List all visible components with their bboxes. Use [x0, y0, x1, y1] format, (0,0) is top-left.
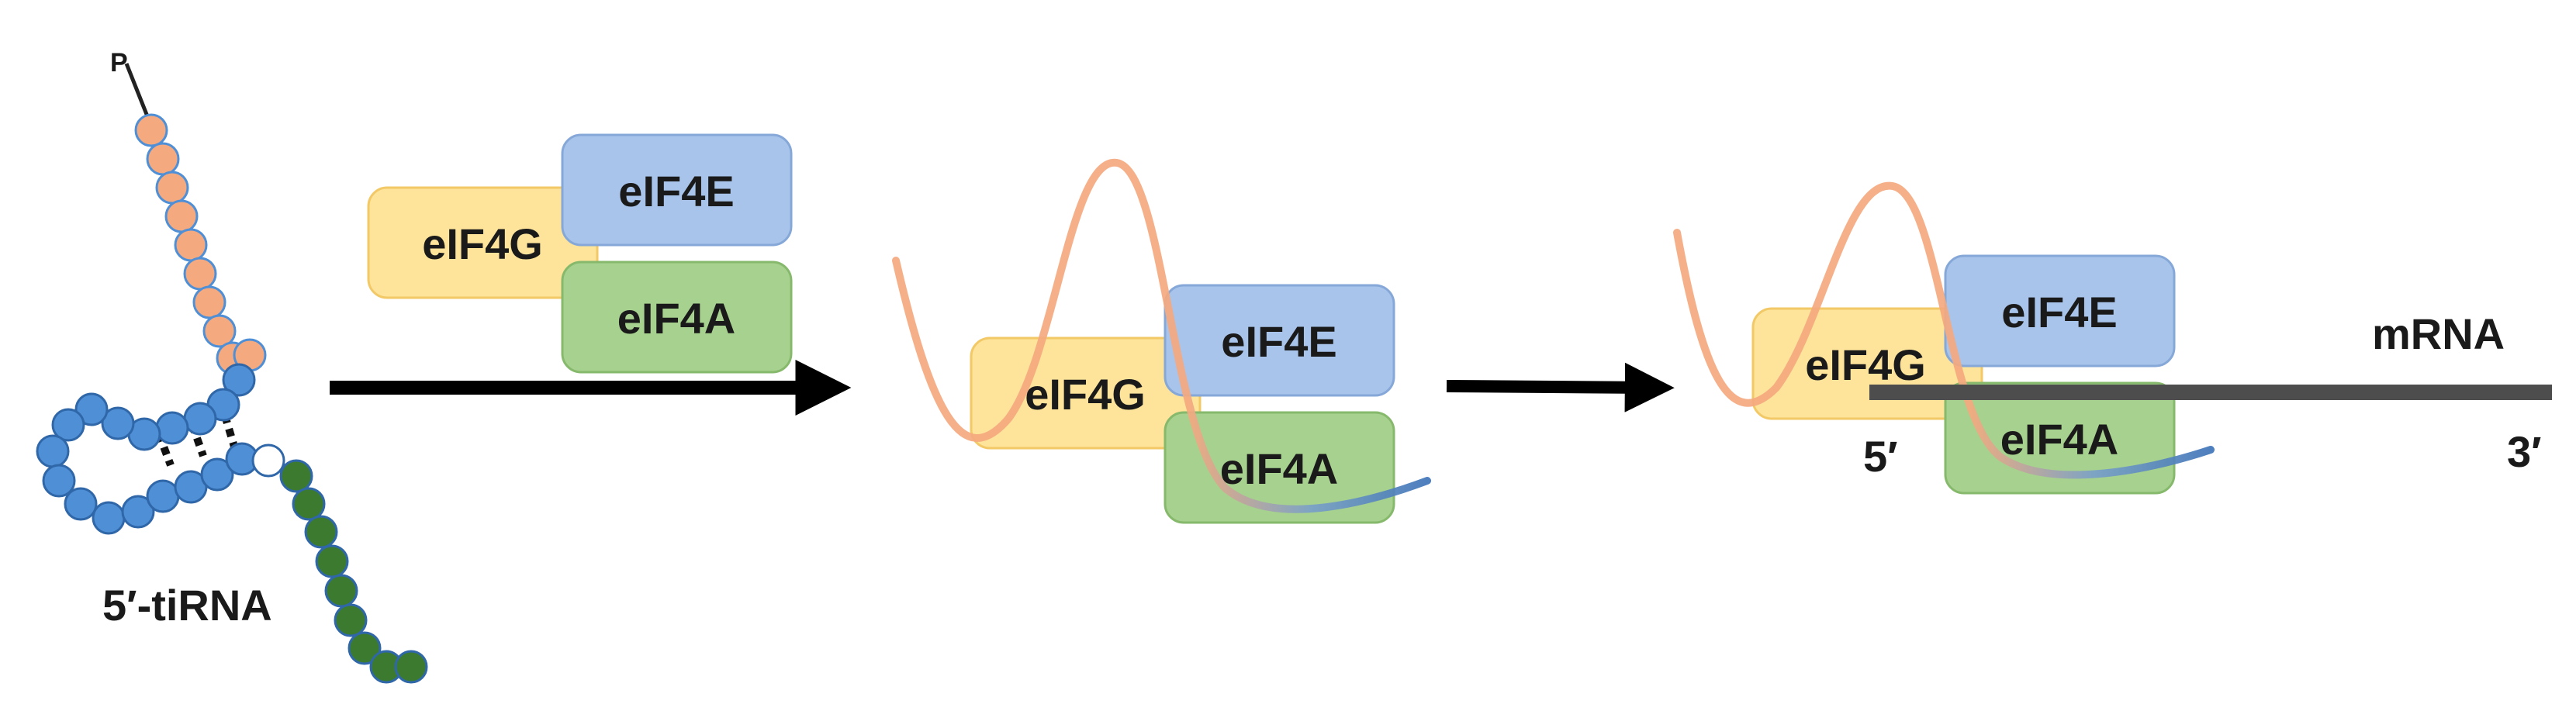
three-prime-label: 3′ [2507, 427, 2542, 476]
phosphate-bond [124, 63, 150, 117]
nucleotide-bead [92, 501, 126, 535]
nucleotide-bead [183, 402, 217, 436]
eif4f-mrna-complex: eIF4G eIF4E eIF4A mRNA 5′ 3′ [1673, 181, 2552, 495]
nucleotide-bead [51, 408, 85, 442]
nucleotide-bead [315, 544, 349, 578]
nucleotide-bead [174, 228, 208, 262]
eif4g-label-mrna: eIF4G [1805, 340, 1926, 389]
eif4e-protein [561, 133, 793, 247]
tirna-strand-mrna [1673, 181, 2215, 479]
eif4f-complex-free: eIF4G eIF4E eIF4A [367, 133, 793, 374]
tirna-strand-bound [892, 158, 1431, 513]
nucleotide-bead [304, 515, 338, 549]
nucleotide-bead [348, 631, 382, 665]
five-prime-label: 5′ [1863, 432, 1898, 481]
tirna-loop-beads [36, 363, 285, 535]
mrna-label: mRNA [2372, 309, 2505, 358]
eif4a-protein-bound [1164, 411, 1395, 524]
phosphate-label: P [110, 48, 128, 78]
nucleotide-bead [292, 487, 326, 521]
eif4e-label: eIF4E [618, 167, 734, 216]
tirna-label: 5′-tiRNA [102, 581, 272, 630]
nucleotide-bead [279, 459, 313, 493]
nucleotide-bead [36, 434, 70, 468]
nucleotide-bead [146, 142, 180, 176]
nucleotide-bead [394, 650, 428, 684]
eif4e-label-mrna: eIF4E [2001, 288, 2117, 336]
nucleotide-bead [64, 487, 98, 521]
nucleotide-bead [42, 464, 76, 498]
nucleotide-bead [192, 285, 226, 319]
nucleotide-bead [334, 603, 368, 637]
nucleotide-bead [183, 257, 217, 291]
eif4e-label-bound: eIF4E [1221, 317, 1336, 366]
eif4f-tirna-complex: eIF4G eIF4E eIF4A [892, 158, 1431, 524]
eif4g-label: eIF4G [422, 219, 543, 268]
nucleotide-bead [146, 479, 180, 513]
eif4a-protein [561, 261, 793, 374]
nucleotide-bead [101, 406, 135, 440]
nucleotide-bead [134, 113, 168, 147]
eif4a-protein-mrna [1944, 381, 2176, 495]
arrow-2 [1446, 362, 1675, 412]
nucleotide-bead [324, 574, 358, 608]
nucleotide-bead [164, 199, 199, 233]
nucleotide-bead [155, 411, 189, 445]
eif4a-label-bound: eIF4A [1220, 444, 1339, 493]
nucleotide-bead [251, 443, 285, 478]
eif4a-label: eIF4A [617, 294, 736, 343]
eif4e-protein-bound [1164, 284, 1395, 397]
nucleotide-bead [121, 495, 155, 529]
tirna-structure: P 5′-tiRNA [36, 48, 428, 684]
nucleotide-bead [155, 171, 189, 205]
nucleotide-bead [200, 457, 234, 492]
nucleotide-bead [222, 363, 256, 397]
eif4g-label-bound: eIF4G [1025, 370, 1146, 419]
nucleotide-bead [74, 392, 109, 426]
tirna-3prime-beads [279, 459, 428, 684]
tirna-5prime-beads [134, 113, 267, 375]
nucleotide-bead [202, 314, 237, 348]
eif4a-label-mrna: eIF4A [2000, 415, 2119, 464]
